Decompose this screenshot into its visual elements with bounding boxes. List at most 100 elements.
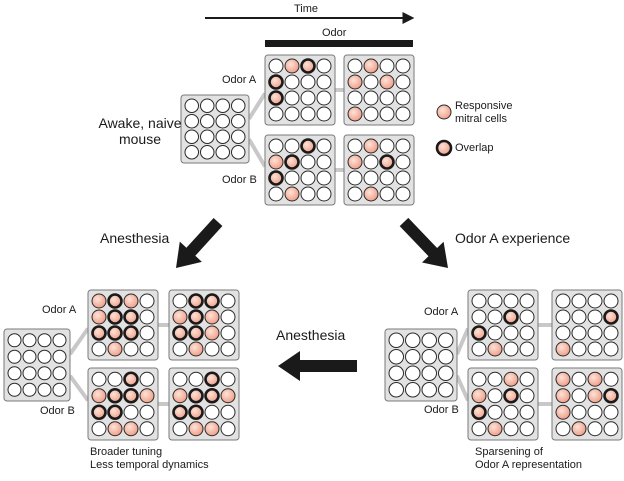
experience-arrow bbox=[399, 217, 448, 268]
anesthesia-baseline-grid-cell bbox=[37, 333, 52, 348]
experience-odor-a-early-grid-cell bbox=[487, 309, 503, 325]
anesthesia-odor-b-late-grid-overlap-cell bbox=[188, 387, 204, 404]
anesthesia-baseline-grid-cell bbox=[37, 382, 52, 397]
anesthesia-baseline-grid-cell bbox=[7, 333, 22, 348]
experience-odor-a-early-grid-cell bbox=[519, 293, 535, 309]
anesthesia-odor-b-early-grid-responsive-cell bbox=[91, 388, 107, 404]
anesthesia-odor-a-early-grid bbox=[87, 289, 159, 361]
awake-odor-a-late-grid-cell bbox=[363, 90, 379, 106]
experience-baseline-grid-cell bbox=[438, 332, 454, 348]
experience-odor-a-early-grid bbox=[467, 289, 539, 361]
experience-connector-a bbox=[455, 327, 470, 355]
experience-odor-b-label: Odor B bbox=[424, 404, 459, 416]
awake-odor-b-late-grid-cell bbox=[395, 154, 411, 170]
awake-connector-b bbox=[247, 138, 267, 168]
anesthesia-odor-a-early-grid-overlap-cell bbox=[107, 325, 123, 341]
awake-odor-a-late-grid-frame bbox=[343, 54, 415, 126]
experience-odor-b-early-grid-frame bbox=[467, 367, 539, 441]
awake-baseline-grid-cell bbox=[200, 114, 215, 129]
anesthesia-odor-a-early-grid-cell bbox=[139, 325, 155, 341]
awake-baseline-grid-cell bbox=[215, 114, 230, 129]
experience-baseline-grid-cell bbox=[388, 332, 404, 348]
awake-odor-a-late-grid-cell bbox=[395, 106, 411, 122]
anesthesia-baseline-grid bbox=[3, 328, 71, 402]
awake-odor-b-early-grid-cell bbox=[316, 138, 332, 154]
anesthesia-odor-a-late-grid-overlap-cell bbox=[204, 293, 220, 309]
experience-odor-a-late-grid-cell bbox=[571, 293, 587, 309]
awake-odor-a-late-grid-responsive-cell bbox=[379, 74, 395, 90]
awake-odor-b-early-grid-cell bbox=[316, 170, 332, 186]
anesthesia-odor-a-early-grid-responsive-cell bbox=[107, 341, 123, 357]
awake-odor-a-late-grid-cell bbox=[347, 90, 363, 106]
anesthesia-odor-a-early-grid-cell bbox=[139, 341, 155, 357]
anesthesia-baseline-grid-cell bbox=[37, 366, 52, 381]
experience-odor-a-early-grid-cell bbox=[487, 325, 503, 341]
experience-baseline-grid-cell bbox=[421, 332, 437, 348]
awake-baseline-grid-cell bbox=[184, 98, 199, 113]
anesthesia-odor-b-late-grid-overlap-cell bbox=[204, 371, 220, 388]
awake-odor-a-late-grid-responsive-cell bbox=[347, 74, 363, 90]
awake-odor-b-late-grid bbox=[343, 134, 415, 206]
awake-odor-b-late-grid-cell bbox=[395, 186, 411, 202]
experience-odor-a-early-grid-frame bbox=[467, 289, 539, 361]
awake-baseline-grid-cell bbox=[184, 145, 199, 160]
awake-baseline-grid bbox=[180, 94, 250, 164]
experience-connector-b bbox=[455, 374, 470, 402]
experience-odor-b-late-grid-frame bbox=[551, 367, 623, 441]
experience-odor-b-late-grid-responsive-cell bbox=[587, 371, 603, 387]
awake-odor-b-late-grid-frame bbox=[343, 134, 415, 206]
anesthesia-odor-a-late-grid-cell bbox=[220, 309, 236, 325]
experience-baseline-grid-cell bbox=[405, 332, 421, 348]
anesthesia-odor-b-early-grid-cell bbox=[91, 371, 107, 387]
experience-odor-a-early-grid-cell bbox=[503, 325, 519, 341]
anesthesia-odor-a-late-grid-overlap-cell bbox=[188, 293, 204, 309]
anesthesia-odor-b-early-grid-cell bbox=[123, 404, 139, 420]
experience-odor-a-late-grid-cell bbox=[555, 325, 571, 341]
experience-odor-a-late-grid-cell bbox=[587, 341, 603, 357]
experience-odor-b-early-grid-overlap-cell bbox=[503, 387, 519, 404]
experience-odor-a-late-grid-cell bbox=[603, 325, 619, 341]
awake-odor-b-late-grid-cell bbox=[395, 138, 411, 154]
awake-odor-a-early-grid-overlap-cell bbox=[268, 90, 284, 106]
anesthesia-odor-b-late-grid-responsive-cell bbox=[172, 388, 188, 404]
experience-baseline-grid bbox=[384, 328, 458, 402]
anesthesia-baseline-grid-cell bbox=[37, 349, 52, 364]
experience-odor-a-late-grid-frame bbox=[551, 289, 623, 361]
awake-odor-b-late-grid-cell bbox=[379, 138, 395, 154]
anesthesia-baseline-grid-cell bbox=[52, 333, 67, 348]
experience-odor-a-late-grid bbox=[551, 289, 623, 361]
awake-odor-a-early-grid-cell bbox=[284, 74, 300, 90]
experience-baseline-grid-cell bbox=[405, 365, 421, 381]
awake-odor-a-early-grid-cell bbox=[300, 106, 316, 122]
awake-odor-b-late-grid-cell bbox=[379, 186, 395, 202]
anesthesia-odor-b-late-grid-responsive-cell bbox=[188, 421, 204, 437]
anesthesia-odor-a-early-grid-frame bbox=[87, 289, 159, 361]
anesthesia-baseline-grid-cell bbox=[22, 366, 37, 381]
experience-odor-b-early-grid-cell bbox=[471, 371, 487, 387]
awake-odor-b-late-grid-cell bbox=[347, 138, 363, 154]
experience-odor-b-early-grid-cell bbox=[519, 404, 535, 420]
awake-odor-b-late-grid-overlap-cell bbox=[379, 154, 395, 170]
awake-odor-a-early-grid-cell bbox=[300, 74, 316, 90]
experience-odor-a-late-grid-overlap-cell bbox=[603, 309, 619, 325]
anesthesia-odor-a-early-grid-responsive-cell bbox=[123, 293, 139, 309]
awake-odor-b-late-grid-responsive-cell bbox=[347, 154, 363, 170]
anesthesia-odor-b-early-grid-responsive-cell bbox=[107, 421, 123, 437]
awake-odor-a-early-grid bbox=[264, 54, 336, 126]
anesthesia-odor-b-early-grid-overlap-cell bbox=[107, 404, 123, 421]
anesthesia-baseline-grid-cell bbox=[22, 382, 37, 397]
experience-odor-b-early-grid-cell bbox=[519, 388, 535, 404]
anesthesia-odor-b-late-grid-cell bbox=[188, 371, 204, 387]
anesthesia-odor-a-early-grid-overlap-cell bbox=[123, 325, 139, 341]
awake-odor-a-late-grid-cell bbox=[395, 58, 411, 74]
awake-odor-b-early-grid-cell bbox=[268, 186, 284, 202]
anesthesia-baseline-grid-frame bbox=[3, 328, 71, 402]
anesthesia-odor-a-early-grid-cell bbox=[91, 341, 107, 357]
experience-odor-b-late-grid-cell bbox=[587, 421, 603, 437]
anesthesia-odor-a-late-grid bbox=[168, 289, 240, 361]
awake-odor-b-late-grid-responsive-cell bbox=[363, 186, 379, 202]
anesthesia-odor-a-late-grid-overlap-cell bbox=[172, 325, 188, 341]
anesthesia-odor-b-early-grid-cell bbox=[139, 404, 155, 420]
anesthesia-odor-b-late-grid-cell bbox=[204, 404, 220, 420]
